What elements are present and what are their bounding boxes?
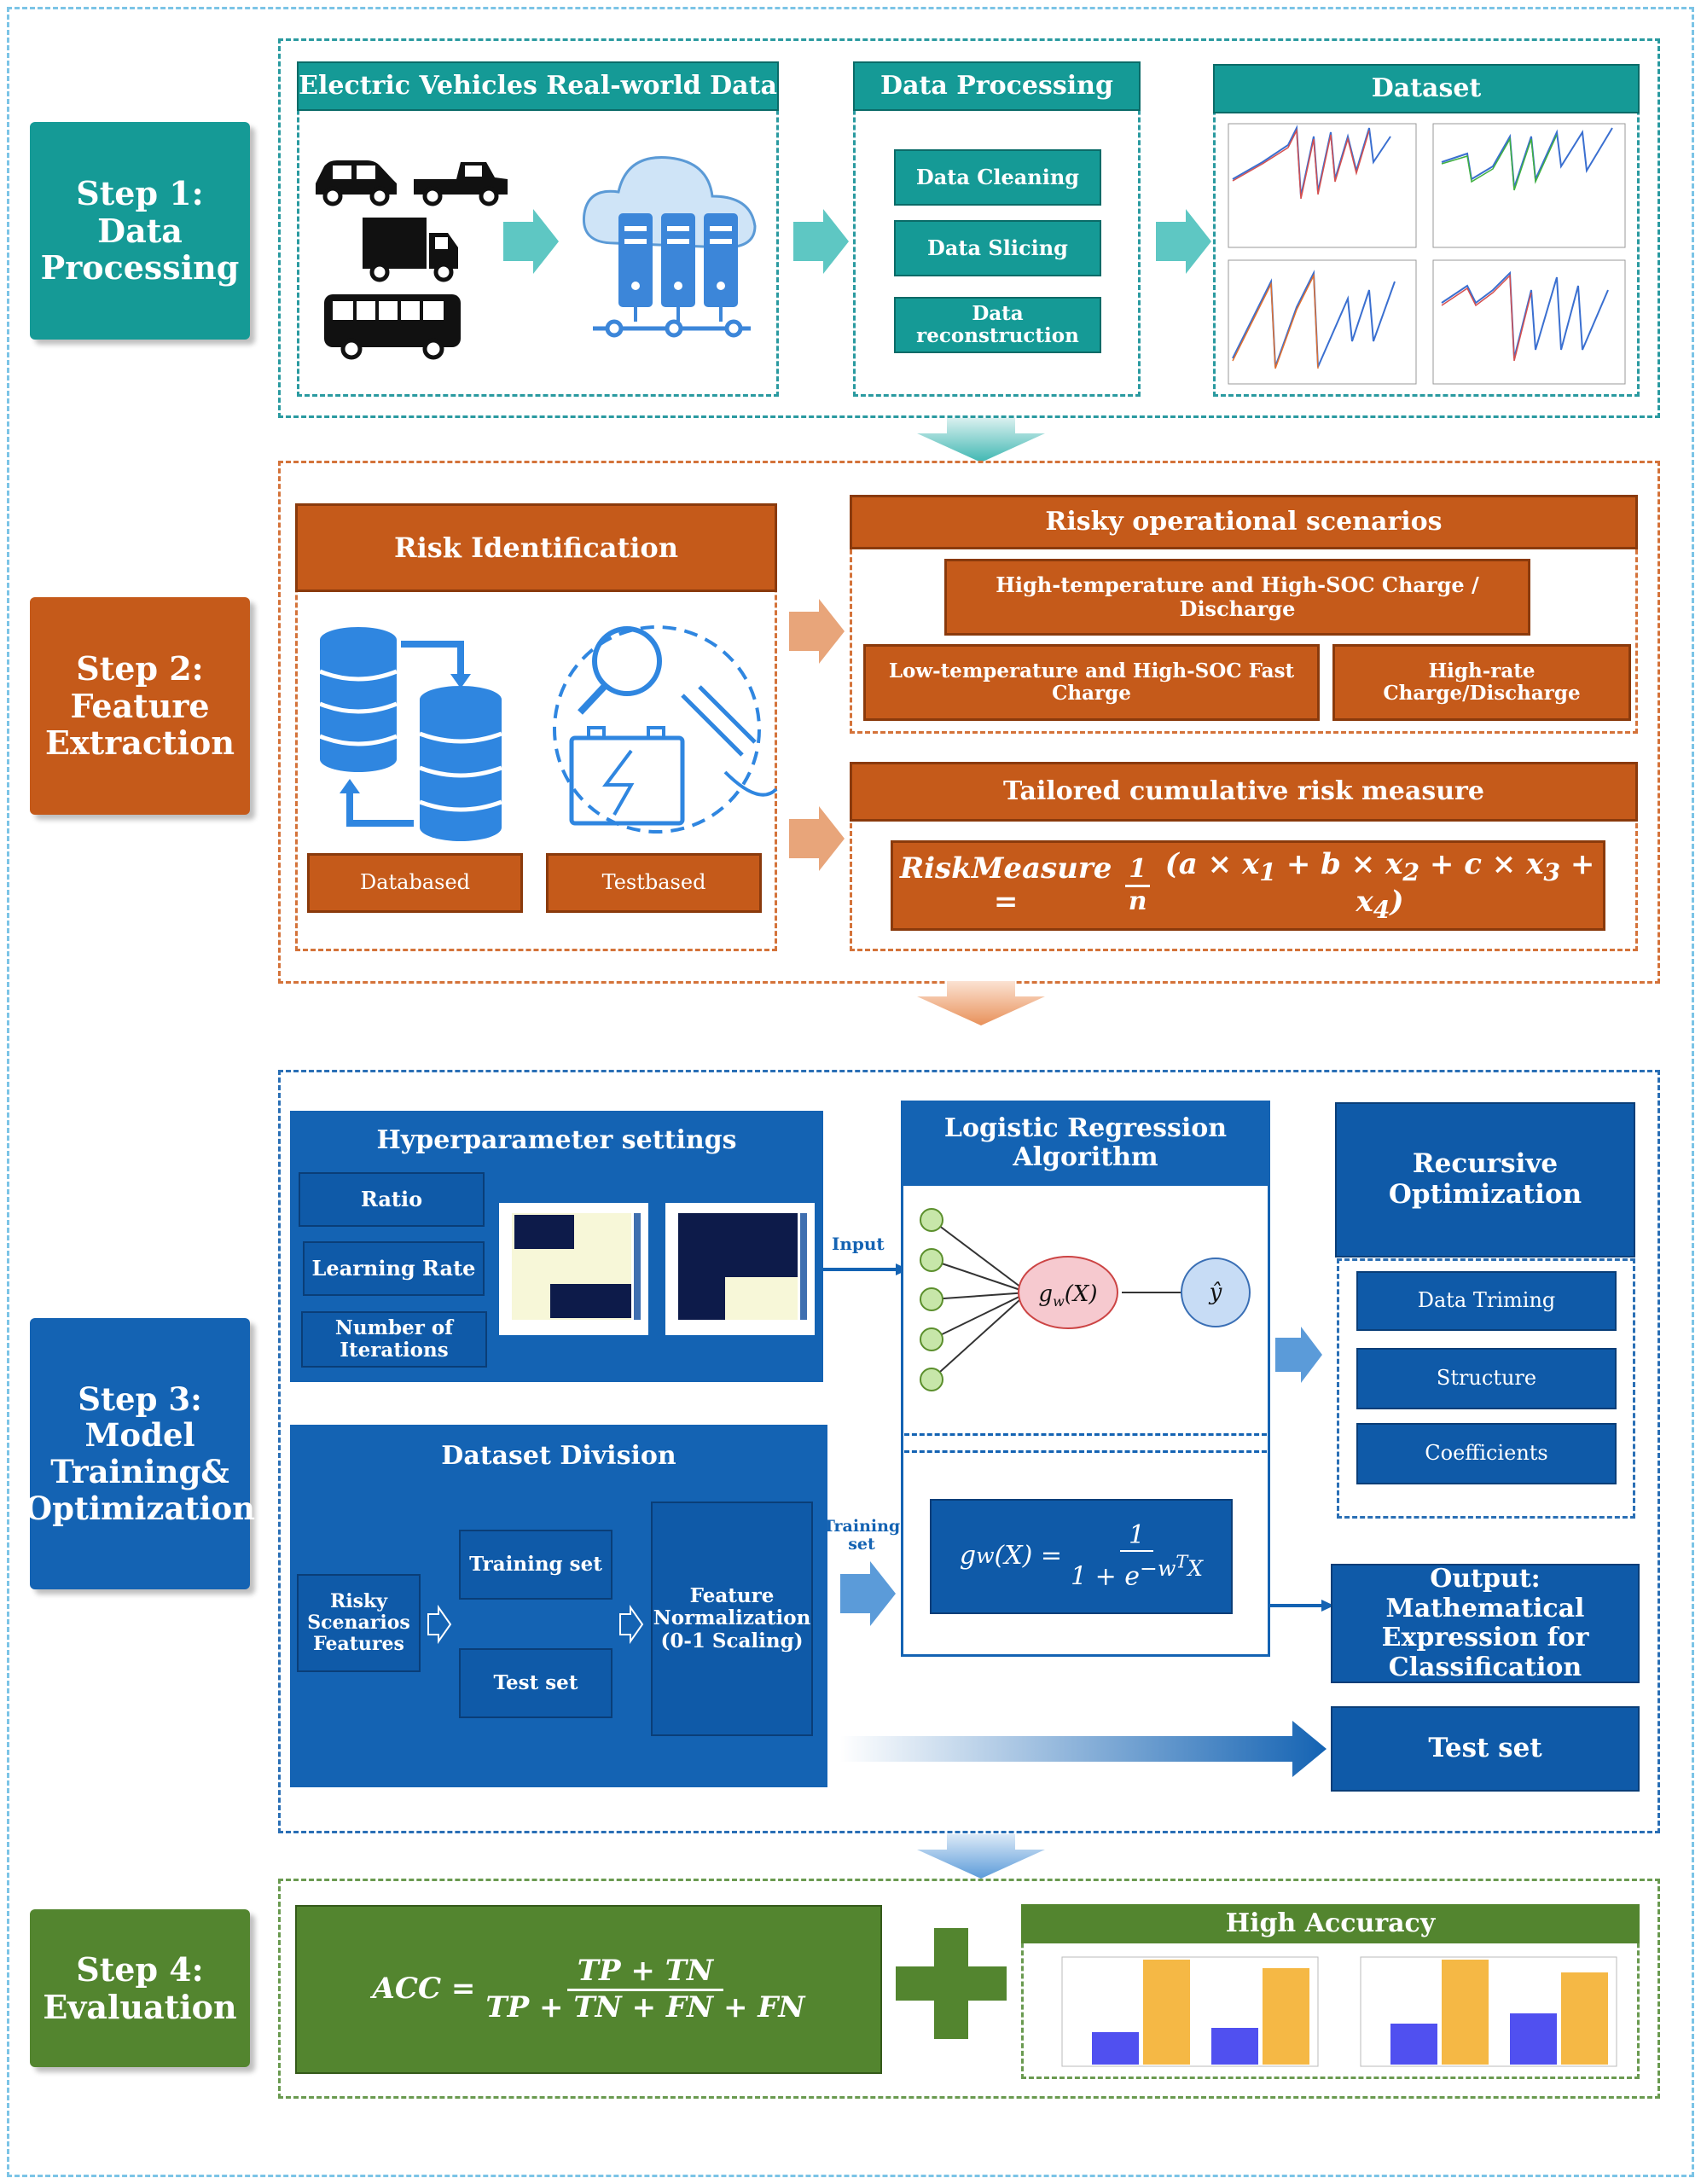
teal-arrow-icon <box>793 209 849 274</box>
test-set-inner-box: Test set <box>459 1648 612 1718</box>
dataset-chart-1 <box>1228 123 1417 248</box>
database-icon <box>319 627 502 841</box>
dataset-thumbnail-charts <box>1228 123 1626 385</box>
hyperparameter-heatmaps <box>499 1203 815 1335</box>
orange-arrow-icon <box>789 806 845 871</box>
learning-rate-box: Learning Rate <box>303 1241 485 1296</box>
input-arrow-icon <box>823 1263 909 1275</box>
risky-scenarios-title: Risky operational scenarios <box>850 495 1638 549</box>
step4-label: Step 4: Evaluation <box>30 1909 250 2067</box>
heatmap-2 <box>665 1203 815 1335</box>
ev-data-title: Electric Vehicles Real-world Data <box>297 61 779 111</box>
logistic-network-diagram: gw(X) ŷ <box>920 1208 1251 1391</box>
blue-arrow-icon <box>1275 1327 1322 1383</box>
training-set-arrow-label: Training set <box>822 1517 901 1554</box>
dataset-division-title: Dataset Division <box>441 1441 676 1472</box>
heatmap-1 <box>499 1203 648 1335</box>
recursive-optimization-title: Recursive Optimization <box>1335 1102 1635 1258</box>
risk-measure-title: Tailored cumulative risk measure <box>850 762 1638 822</box>
iterations-box: Number of Iterations <box>301 1311 487 1368</box>
test-set-arrow-icon <box>840 1721 1327 1777</box>
scenario-high-rate: High-rate Charge/Discharge <box>1332 644 1631 721</box>
car-icon <box>316 160 397 206</box>
logistic-regression-title: Logistic Regression Algorithm <box>901 1101 1270 1186</box>
blue-arrow-icon <box>840 1561 896 1626</box>
output-expression-box: Output: Mathematical Expression for Clas… <box>1331 1564 1640 1683</box>
truck-icon <box>363 218 458 282</box>
vehicle-icons <box>316 160 508 360</box>
scenario-low-temp: Low-temperature and High-SOC Fast Charge <box>863 644 1320 721</box>
step2-label: Step 2: Feature Extraction <box>30 597 250 815</box>
recursive-items-frame <box>1337 1258 1635 1519</box>
risk-identification-title: Risk Identification <box>295 503 777 592</box>
data-slicing-box: Data Slicing <box>894 220 1101 276</box>
step3-frame <box>278 1070 1660 1833</box>
high-accuracy-title: High Accuracy <box>1021 1904 1640 1943</box>
dataset-chart-2 <box>1432 123 1626 248</box>
teal-arrow-icon <box>503 209 559 274</box>
data-cleaning-box: Data Cleaning <box>894 149 1101 206</box>
svg-text:gw(X): gw(X) <box>1038 1281 1097 1310</box>
database-test-icons <box>319 625 778 841</box>
data-triming-box: Data Triming <box>1356 1271 1617 1331</box>
data-processing-title: Data Processing <box>853 61 1141 111</box>
coefficients-box: Coefficients <box>1356 1423 1617 1484</box>
testbased-box: Testbased <box>546 853 762 913</box>
training-set-box: Training set <box>459 1530 612 1600</box>
step3-label: Step 3: Model Training& Optimization <box>25 1318 255 1589</box>
step1-label: Step 1: Data Processing <box>30 122 250 340</box>
down-arrow-icon <box>917 1834 1045 1879</box>
ratio-box: Ratio <box>299 1172 485 1227</box>
databased-box: Databased <box>307 853 523 913</box>
test-set-box: Test set <box>1331 1706 1640 1792</box>
step4-frame <box>278 1879 1660 2099</box>
step1-frame <box>278 38 1660 418</box>
bus-icon <box>324 294 461 360</box>
svg-text:ŷ: ŷ <box>1209 1280 1222 1305</box>
accuracy-chart-2 <box>1360 1956 1617 2067</box>
scenario-high-temp: High-temperature and High-SOC Charge / D… <box>944 559 1530 636</box>
orange-arrow-icon <box>789 599 845 664</box>
output-arrow-icon <box>1270 1600 1334 1612</box>
accuracy-bar-charts <box>1061 1956 1617 2067</box>
lr-divider <box>904 1433 1267 1436</box>
outer-frame <box>7 7 1694 2177</box>
lr-divider <box>904 1450 1267 1453</box>
down-arrow-icon <box>917 418 1045 462</box>
battery-test-icon <box>553 625 778 834</box>
down-arrow-icon <box>917 981 1045 1025</box>
dataset-chart-4 <box>1432 259 1626 385</box>
teal-arrow-icon <box>1156 209 1211 274</box>
input-label: Input <box>832 1234 885 1254</box>
data-reconstruction-box: Data reconstruction <box>894 297 1101 353</box>
accuracy-chart-1 <box>1061 1956 1319 2067</box>
risky-features-box: Risky Scenarios Features <box>297 1574 421 1672</box>
normalization-box: Feature Normalization (0-1 Scaling) <box>651 1502 813 1736</box>
hollow-arrow-icon <box>619 1604 644 1645</box>
dataset-title: Dataset <box>1213 64 1640 113</box>
cloud-server-icon <box>582 156 757 338</box>
plus-icon <box>896 1928 1007 2039</box>
structure-box: Structure <box>1356 1348 1617 1409</box>
pickup-icon <box>414 162 508 206</box>
hyperparameter-title: Hyperparameter settings <box>376 1125 737 1156</box>
hollow-arrow-icon <box>427 1604 452 1645</box>
dataset-chart-3 <box>1228 259 1417 385</box>
